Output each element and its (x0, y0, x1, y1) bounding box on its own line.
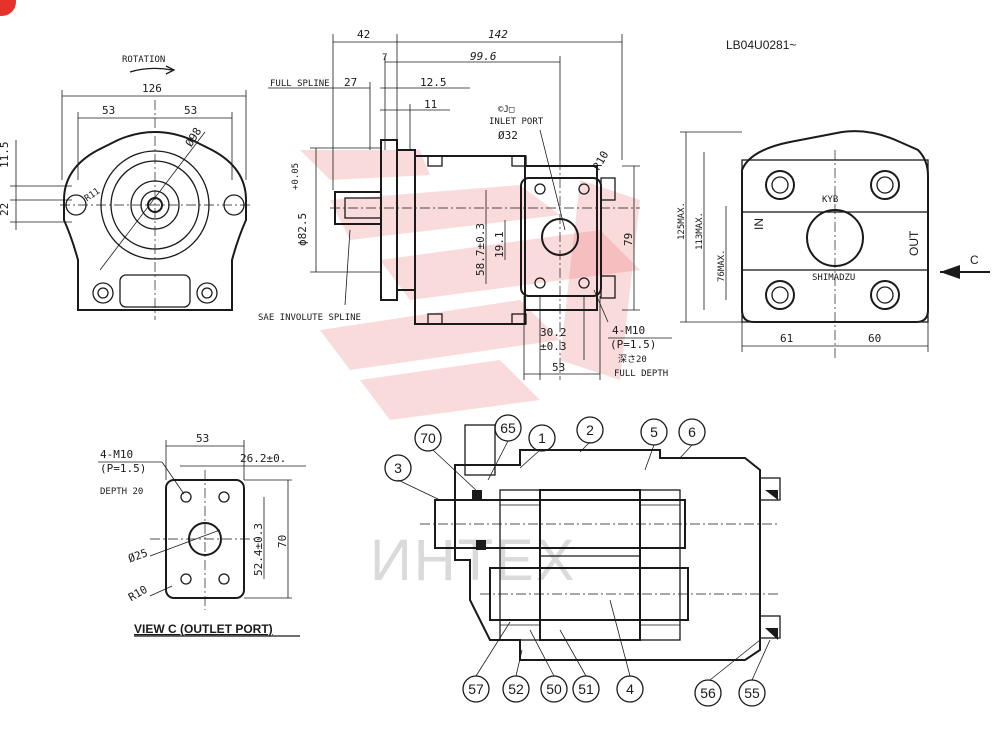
balloon-56 (694, 679, 722, 707)
thread-depth: 深さ20 (618, 354, 647, 365)
svg-text:1: 1 (538, 430, 546, 446)
brand-top: KYB (822, 195, 838, 205)
full-depth-label: FULL DEPTH (614, 369, 668, 379)
balloon-65 (494, 414, 522, 442)
view-c-radius: R10 (126, 583, 150, 604)
section-view (397, 424, 781, 681)
dim-r10: R10 (590, 149, 611, 173)
dim-pilot-tolerance: +0.05 (291, 163, 301, 190)
view-c-dim-26-2: 26.2±0. (240, 452, 286, 465)
balloon-4 (616, 675, 644, 703)
inlet-port-label: INLET PORT (489, 117, 544, 127)
svg-text:6: 6 (688, 424, 696, 440)
front-view: ROTATION 126 53 53 Ø98 R11 (0, 55, 250, 320)
view-c: 53 26.2±0. 4-M10 (P=1.5) DEPTH 20 70 52.… (98, 432, 306, 637)
balloon-3 (384, 454, 412, 482)
view-c-arrow-label: C (970, 253, 979, 267)
svg-text:50: 50 (546, 681, 562, 697)
thread-label: 4-M10 (612, 324, 645, 337)
dim-99-6: 99.6 (470, 50, 497, 63)
corner-badge (0, 0, 16, 16)
svg-text:65: 65 (500, 420, 516, 436)
balloon-51 (572, 675, 600, 703)
view-c-depth: DEPTH 20 (100, 487, 143, 497)
dim-125-max: 125MAX. (677, 202, 687, 240)
dim-42: 42 (357, 28, 370, 41)
svg-text:5: 5 (650, 424, 658, 440)
drawing-number: LB04U0281~ (726, 38, 796, 52)
thread-pitch: (P=1.5) (610, 338, 656, 351)
side-view: 42 142 7 99.6 FULL SPLINE 27 12.5 11 ©J□… (258, 28, 672, 380)
dim-79: 79 (622, 233, 635, 246)
rotation-label: ROTATION (122, 55, 165, 65)
view-c-title: VIEW C (OUTLET PORT) (134, 622, 273, 636)
svg-text:52: 52 (508, 681, 524, 697)
balloons: 70 65 1 2 5 6 3 57 52 50 51 4 56 55 (384, 414, 766, 707)
watermark-text: ИНТЕХ (370, 528, 576, 593)
balloon-52 (502, 675, 530, 703)
dim-58-7: 58.7±0.3 (474, 223, 487, 276)
svg-text:3: 3 (394, 460, 402, 476)
balloon-1 (528, 424, 556, 452)
dim-vertical-22: 22 (0, 203, 11, 216)
balloon-6 (678, 418, 706, 446)
dim-width-126: 126 (142, 82, 162, 95)
dim-53: 53 (552, 361, 565, 374)
balloon-5 (640, 418, 668, 446)
svg-text:55: 55 (744, 685, 760, 701)
in-label: IN (752, 218, 766, 230)
dim-61: 61 (780, 332, 793, 345)
balloon-50 (540, 675, 568, 703)
balloon-2 (576, 416, 604, 444)
dim-60: 60 (868, 332, 881, 345)
dim-30-2: 30.2 (540, 326, 567, 339)
dim-pilot: ϕ82.5 (296, 213, 309, 246)
out-label: OUT (907, 230, 921, 256)
svg-text:56: 56 (700, 685, 716, 701)
svg-text:57: 57 (468, 681, 484, 697)
rotation-arrow (129, 67, 173, 73)
inlet-symbol: ©J□ (498, 105, 515, 115)
view-c-dia: Ø25 (126, 546, 149, 565)
view-c-thread-pitch: (P=1.5) (100, 462, 146, 475)
end-view: KYB SHIMADZU IN OUT 125MAX. 113MAX. 76MA… (677, 130, 990, 360)
watermark-graphic (300, 150, 640, 420)
full-spline-label: FULL SPLINE (270, 79, 330, 89)
dim-12-5: 12.5 (420, 76, 447, 89)
dim-right-half: 53 (184, 104, 197, 117)
dim-142: 142 (488, 28, 508, 41)
dim-11: 11 (424, 98, 437, 111)
dim-76-max: 76MAX. (717, 249, 727, 282)
dim-27: 27 (344, 76, 357, 89)
balloon-70 (414, 424, 442, 452)
dim-7: 7 (382, 53, 387, 63)
dim-113-max: 113MAX. (695, 212, 705, 250)
svg-text:2: 2 (586, 422, 594, 438)
svg-text:70: 70 (420, 430, 436, 446)
balloon-57 (462, 675, 490, 703)
dim-radius: R11 (83, 187, 102, 205)
view-c-dim-53: 53 (196, 432, 209, 445)
balloon-55 (738, 679, 766, 707)
brand-bottom: SHIMADZU (812, 273, 855, 283)
view-c-dim-70: 70 (276, 535, 289, 548)
spline-label: SAE INVOLUTE SPLINE (258, 313, 361, 323)
dim-19-1: 19.1 (493, 232, 506, 259)
svg-text:4: 4 (626, 681, 634, 697)
dim-vertical-11-5: 11.5 (0, 142, 11, 169)
view-c-thread-label: 4-M10 (100, 448, 133, 461)
dim-30-2-tolerance: ±0.3 (540, 340, 567, 353)
svg-text:51: 51 (578, 681, 594, 697)
view-c-dim-52-4: 52.4±0.3 (252, 523, 265, 576)
dim-left-half: 53 (102, 104, 115, 117)
inlet-diameter: Ø32 (498, 129, 518, 142)
